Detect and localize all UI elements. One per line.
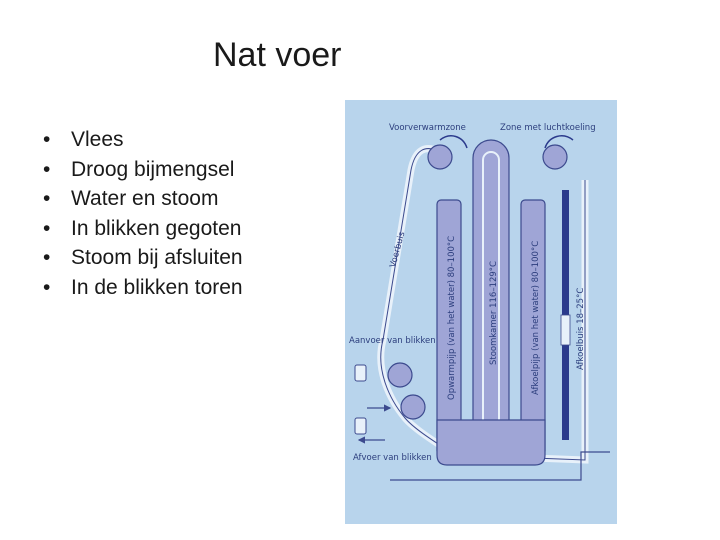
bottom-basin (436, 419, 546, 466)
bullet-item: •Stoom bij afsluiten (43, 246, 243, 269)
bullet-list: •Vlees •Droog bijmengsel •Water en stoom… (38, 128, 248, 305)
label-preheat-pipe: Opwarmpijp (van het water) 80–100°C (447, 236, 457, 400)
bullet-dot-icon: • (43, 157, 51, 181)
ground-line (390, 451, 610, 481)
transfer-wheel (400, 394, 426, 420)
label-steam-chamber: Stoomkamer 116–129°C (489, 261, 499, 365)
bullet-dot-icon: • (43, 187, 51, 210)
top-right-wheel (542, 144, 568, 170)
label-cooling-tube: Afkoelbuis 18–25°C (576, 288, 586, 370)
label-can-supply-text: Aanvoer van blikken (349, 336, 436, 346)
slide-title: Nat voer (213, 36, 342, 74)
bullet-item: •In de blikken toren (43, 275, 243, 299)
bullet-item: •In blikken gegoten (43, 216, 242, 240)
bullet-dot-icon: • (43, 246, 51, 269)
bullet-item: •Water en stoom (43, 187, 219, 210)
supply-wheel (387, 362, 413, 388)
bullet-item: •Vlees (43, 128, 124, 151)
bullet-item: •Droog bijmengsel (43, 157, 235, 181)
label-preheat-zone: Voorverwarmzone (389, 123, 466, 133)
can-icon (354, 364, 367, 382)
label-cooling-zone: Zone met luchtkoeling (500, 123, 596, 133)
can-icon (354, 417, 367, 435)
bullet-dot-icon: • (43, 275, 51, 299)
top-left-wheel (427, 144, 453, 170)
label-can-discharge: Afvoer van blikken (353, 453, 432, 463)
label-can-discharge-text: Afvoer van blikken (353, 453, 432, 463)
bullet-dot-icon: • (43, 128, 51, 151)
bullet-dot-icon: • (43, 216, 51, 240)
label-cooling-pipe: Afkoelpijp (van het water) 80–100°C (531, 241, 541, 395)
label-can-supply: Aanvoer van blikken (349, 336, 436, 346)
canning-tower-diagram: Voorverwarmzone Zone met luchtkoeling Vo… (345, 100, 617, 524)
